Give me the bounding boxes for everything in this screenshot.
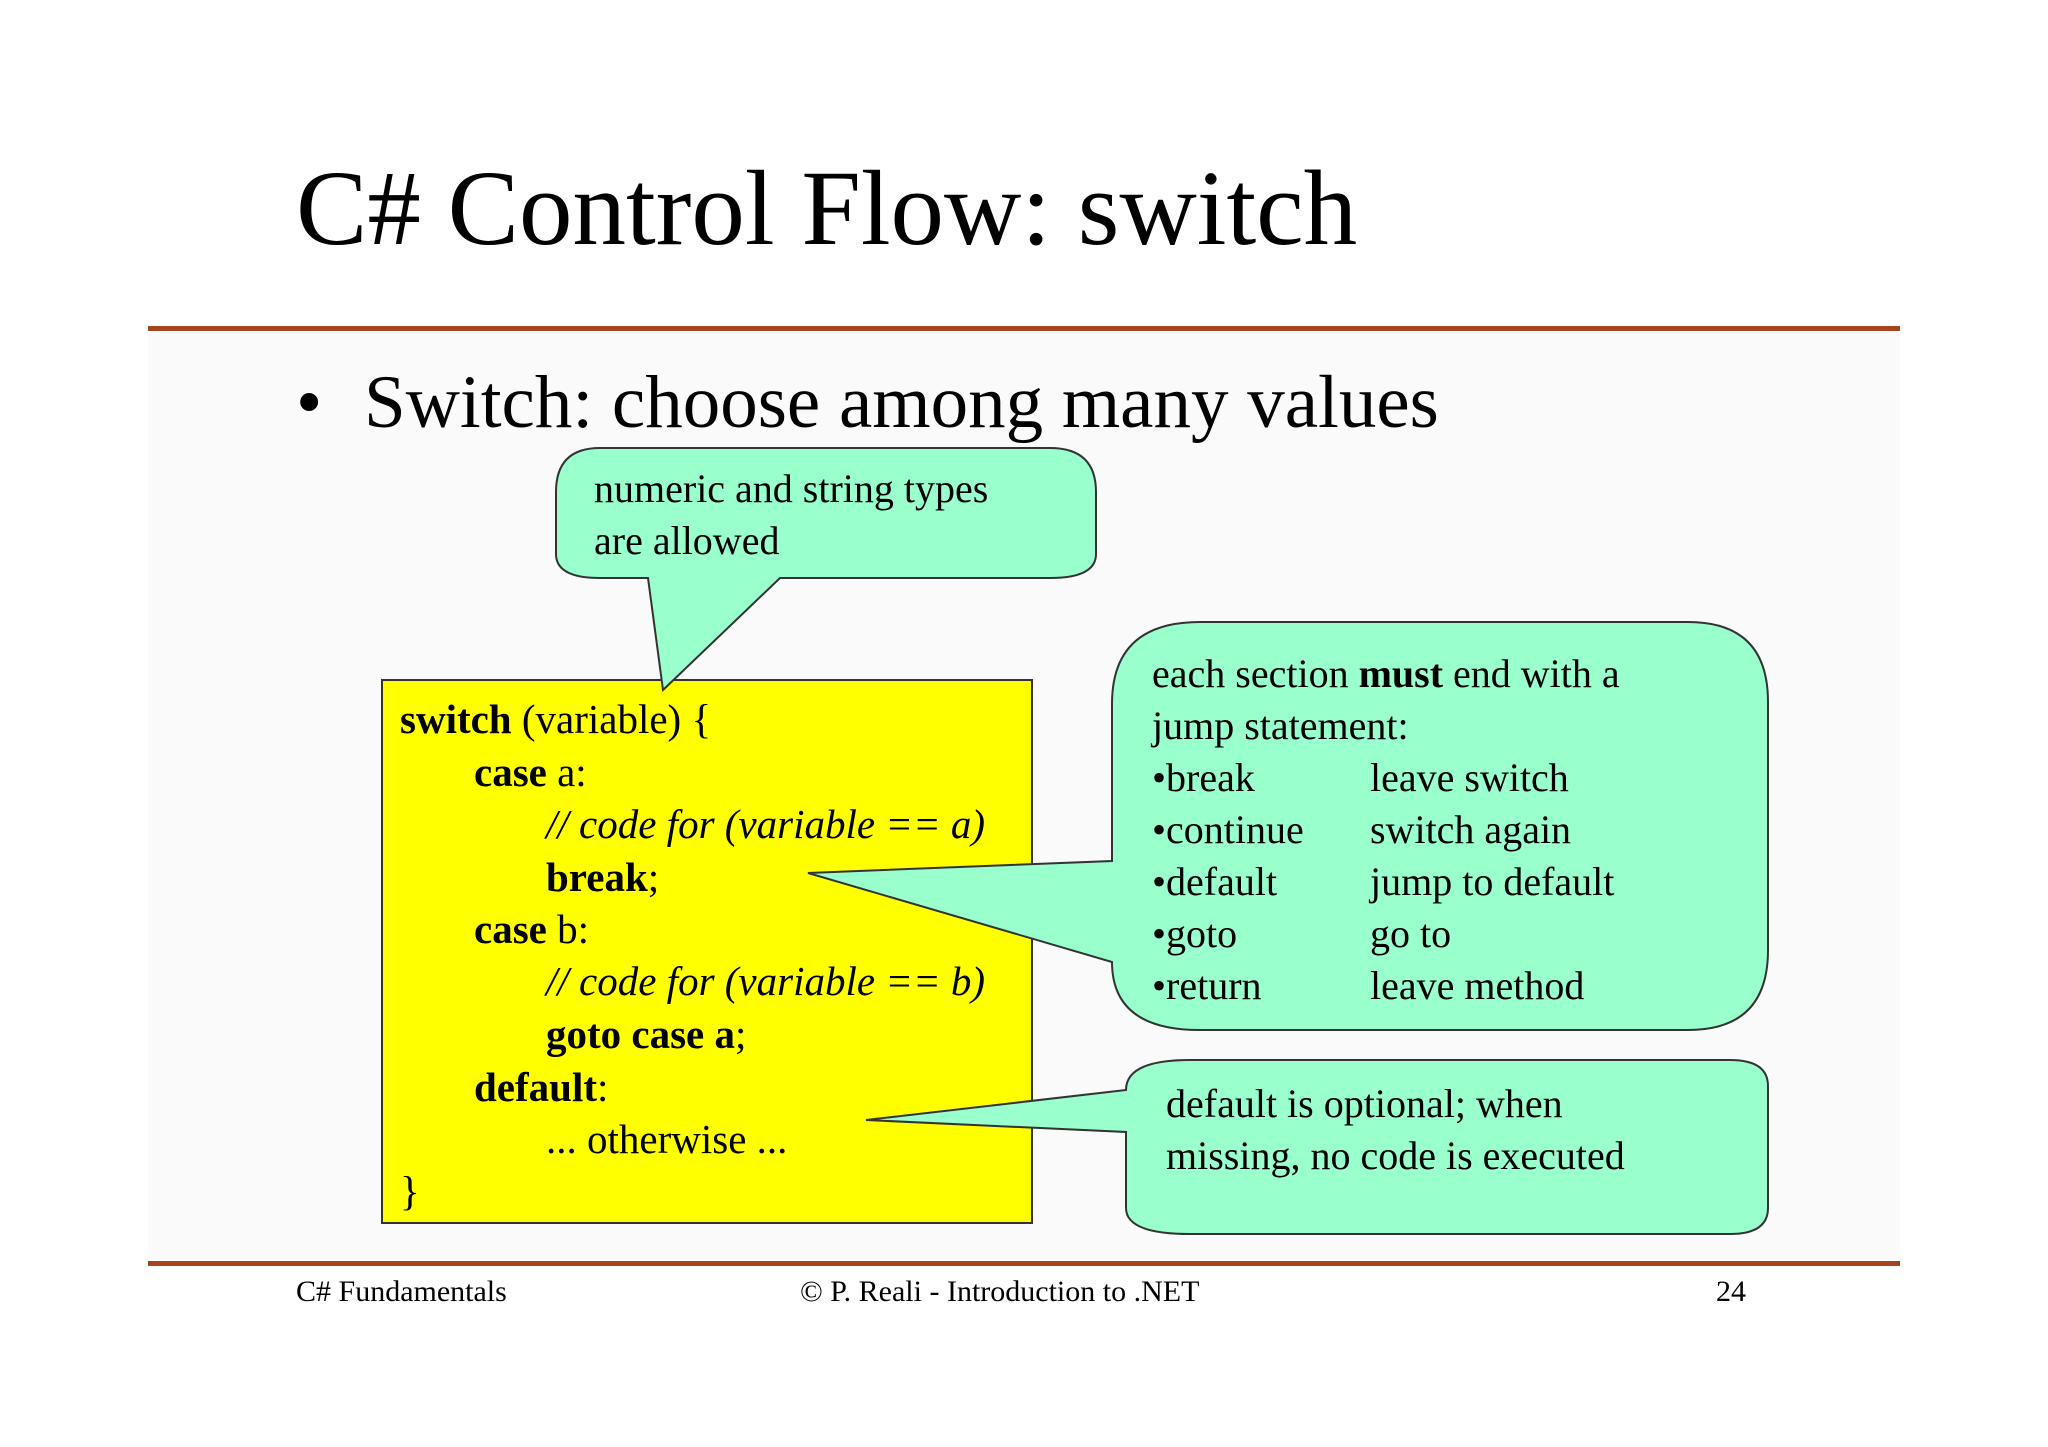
code-text: ; — [735, 1011, 747, 1057]
code-comment: // code for (variable == a) — [546, 801, 986, 847]
code-keyword: case — [474, 906, 547, 952]
code-line-break: break; — [546, 857, 659, 898]
bullet-marker: • — [296, 361, 323, 444]
default-callout-shape — [865, 1059, 1769, 1235]
jump-keyword: •goto — [1152, 911, 1238, 956]
code-keyword: switch — [400, 696, 512, 742]
code-text: ; — [647, 854, 660, 900]
jump-keyword: •return — [1152, 963, 1262, 1008]
page-number: 24 — [1716, 1275, 1746, 1308]
types-callout-text: numeric and string types are allowed — [594, 463, 988, 567]
code-line-comment-b: // code for (variable == b) — [546, 961, 985, 1002]
code-line-otherwise: ... otherwise ... — [546, 1119, 787, 1160]
jump-keyword: •continue — [1152, 807, 1304, 852]
jump-intro-line-2: jump statement: — [1152, 703, 1409, 748]
code-line-switch: switch (variable) { — [400, 699, 711, 740]
jump-item: •continue switch again — [1152, 804, 1620, 856]
code-keyword: case — [474, 749, 547, 795]
default-callout-text: default is optional; when missing, no co… — [1166, 1078, 1625, 1182]
jump-meaning: jump to default — [1370, 859, 1615, 904]
bottom-divider — [148, 1261, 1900, 1266]
jump-meaning: leave switch — [1370, 755, 1569, 800]
code-text: a: — [546, 749, 587, 795]
code-text: (variable) { — [511, 696, 712, 742]
default-callout-line: missing, no code is executed — [1166, 1133, 1625, 1178]
jump-intro-line: each section must end with a — [1152, 648, 1620, 700]
types-callout-line: numeric and string types — [594, 466, 989, 511]
code-line-close-brace: } — [400, 1171, 420, 1212]
jump-callout-text: each section must end with a jump statem… — [1152, 648, 1620, 1012]
slide-title: C# Control Flow: switch — [296, 150, 1358, 268]
bullet-text: Switch: choose among many values — [364, 361, 1439, 444]
jump-item: •goto go to — [1152, 908, 1620, 960]
types-callout-shape — [555, 447, 1097, 693]
code-line-case-a: case a: — [474, 752, 587, 793]
code-text: ... otherwise ... — [546, 1116, 788, 1162]
code-line-default: default: — [474, 1067, 608, 1108]
default-callout-line: default is optional; when — [1166, 1081, 1563, 1126]
code-comment: // code for (variable == b) — [546, 958, 986, 1004]
jump-meaning: switch again — [1370, 807, 1572, 852]
types-callout-line: are allowed — [594, 518, 780, 563]
code-keyword: break — [546, 854, 648, 900]
jump-intro-text: end with a — [1443, 651, 1620, 696]
jump-intro-emphasis: must — [1358, 651, 1444, 696]
footer-left: C# Fundamentals — [296, 1275, 507, 1308]
jump-meaning: leave method — [1370, 963, 1585, 1008]
jump-meaning: go to — [1370, 911, 1452, 956]
code-line-comment-a: // code for (variable == a) — [546, 804, 985, 845]
jump-keyword: •default — [1152, 859, 1278, 904]
jump-intro-text: each section — [1152, 651, 1359, 696]
code-line-goto: goto case a; — [546, 1014, 746, 1055]
code-text: : — [597, 1064, 609, 1110]
code-keyword: goto case a — [546, 1011, 736, 1057]
code-keyword: default — [474, 1064, 597, 1110]
code-text: } — [400, 1168, 420, 1214]
jump-item: •return leave method — [1152, 960, 1620, 1012]
code-text: b: — [546, 906, 590, 952]
bullet-item: • Switch: choose among many values — [296, 361, 1439, 445]
top-divider — [148, 326, 1900, 331]
jump-item: •default jump to default — [1152, 856, 1620, 908]
jump-callout-shape — [807, 621, 1769, 1031]
jump-keyword: •break — [1152, 755, 1255, 800]
footer-center: © P. Reali - Introduction to .NET — [800, 1275, 1200, 1308]
code-box — [381, 679, 1033, 1224]
code-line-case-b: case b: — [474, 909, 589, 950]
jump-item: •break leave switch — [1152, 752, 1620, 804]
